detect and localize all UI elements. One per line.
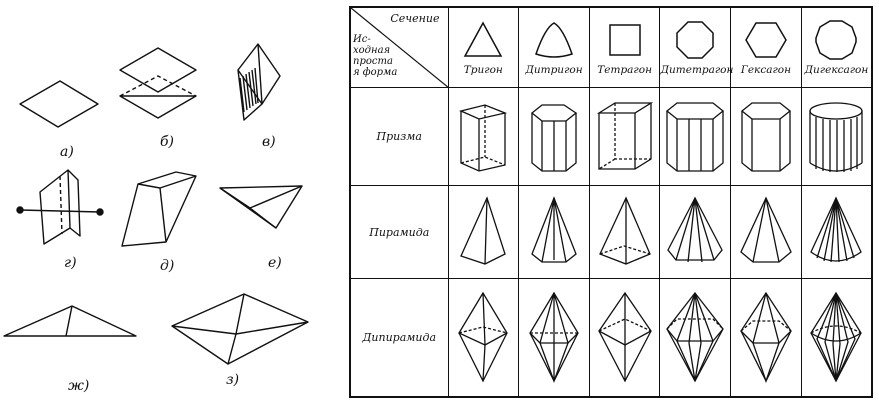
form-b-pinacoid bbox=[119, 47, 197, 119]
label-zh: ж) bbox=[68, 378, 90, 394]
row-label-pyramid: Пирамида bbox=[349, 185, 449, 279]
corner-cell: Сечение Ис-ходная простая форма bbox=[349, 6, 449, 88]
hexagon-icon bbox=[745, 22, 787, 59]
dipyramid-ditrigon bbox=[518, 277, 590, 398]
col-tetragon: Тетрагон bbox=[588, 6, 661, 88]
dipyramid-ditetragon bbox=[659, 277, 732, 398]
label-b: б) bbox=[160, 134, 175, 150]
corner-diagonal bbox=[351, 8, 449, 88]
label-e: е) bbox=[268, 255, 282, 271]
col-label: Дитетрагон bbox=[660, 64, 734, 77]
form-e-sphenoid bbox=[219, 185, 303, 229]
ditetragonal-pyramid-icon bbox=[667, 196, 724, 263]
form-z-form bbox=[171, 293, 309, 365]
pyramid-ditetragon bbox=[659, 185, 732, 279]
form-v-dihedron bbox=[237, 43, 281, 121]
simple-forms-drawing bbox=[3, 43, 309, 365]
row-pyramid: Пирамида bbox=[349, 185, 873, 279]
prism-ditetragon bbox=[659, 86, 732, 187]
label-a: а) bbox=[60, 144, 74, 160]
trigonal-prism-icon bbox=[459, 103, 508, 172]
hexagonal-dipyramid-icon bbox=[740, 292, 792, 384]
dihexagonal-pyramid-icon bbox=[810, 196, 863, 263]
dipyramid-dihexagon bbox=[800, 277, 873, 398]
tetragonal-prism-icon bbox=[596, 102, 653, 170]
ditrigonal-prism-icon bbox=[530, 104, 578, 172]
ditrigonal-dipyramid-icon bbox=[529, 292, 579, 384]
col-label: Тетрагон bbox=[597, 64, 652, 77]
label-g: г) bbox=[64, 255, 77, 271]
tetragon-icon bbox=[608, 24, 641, 57]
ditetragonal-prism-icon bbox=[666, 102, 725, 172]
tetragonal-pyramid-icon bbox=[598, 196, 651, 265]
col-ditetragon: Дитетрагон bbox=[659, 6, 734, 88]
trigon-icon bbox=[464, 21, 503, 58]
prism-trigon bbox=[447, 86, 520, 187]
col-ditrigon: Дитригон bbox=[518, 6, 590, 88]
col-label: Тригон bbox=[463, 64, 503, 77]
dihexagon-icon bbox=[815, 20, 858, 61]
ditetragonal-dipyramid-icon bbox=[666, 292, 725, 383]
hexagonal-pyramid-icon bbox=[740, 196, 792, 263]
col-label: Дитригон bbox=[525, 64, 583, 77]
form-g-dihedron-axis bbox=[16, 169, 104, 245]
ditrigon-icon bbox=[535, 22, 573, 59]
prism-hexagon bbox=[730, 86, 802, 187]
header-form-label: Ис-ходная простая форма bbox=[353, 34, 398, 78]
header-section-label: Сечение bbox=[390, 12, 440, 25]
prism-ditrigon bbox=[518, 86, 590, 187]
tetragonal-dipyramid-icon bbox=[597, 292, 652, 383]
form-d-prism bbox=[121, 171, 197, 247]
label-z: з) bbox=[226, 372, 240, 388]
label-v: в) bbox=[262, 134, 276, 150]
row-dipyramid: Дипирамида bbox=[349, 277, 873, 398]
pyramid-hexagon bbox=[730, 185, 802, 279]
form-zh-form bbox=[3, 305, 137, 337]
prism-tetragon bbox=[588, 86, 661, 187]
col-label: Дигексагон bbox=[804, 64, 869, 77]
col-label: Гексагон bbox=[740, 64, 792, 77]
row-label-dipyramid: Дипирамида bbox=[349, 277, 449, 398]
trigonal-pyramid-icon bbox=[460, 196, 507, 265]
dihexagonal-prism-icon bbox=[809, 102, 864, 172]
row-prism: Призма bbox=[349, 86, 873, 187]
header-row: Сечение Ис-ходная простая форма Тригон Д… bbox=[349, 6, 873, 88]
trigonal-dipyramid-icon bbox=[458, 292, 509, 383]
crystal-forms-table: Сечение Ис-ходная простая форма Тригон Д… bbox=[349, 6, 873, 398]
dipyramid-tetragon bbox=[588, 277, 661, 398]
ditrigonal-pyramid-icon bbox=[531, 196, 577, 263]
hexagonal-prism-icon bbox=[740, 102, 791, 172]
pyramid-tetragon bbox=[588, 185, 661, 279]
dipyramid-trigon bbox=[447, 277, 520, 398]
row-label-prism: Призма bbox=[349, 86, 449, 187]
pyramid-trigon bbox=[447, 185, 520, 279]
form-a-monohedron bbox=[19, 80, 99, 128]
pyramid-ditrigon bbox=[518, 185, 590, 279]
ditetragon-icon bbox=[676, 21, 715, 60]
prism-dihexagon bbox=[800, 86, 873, 187]
dihexagonal-dipyramid-icon bbox=[810, 292, 863, 383]
pyramid-dihexagon bbox=[800, 185, 873, 279]
col-hexagon: Гексагон bbox=[730, 6, 802, 88]
col-dihexagon: Дигексагон bbox=[800, 6, 873, 88]
label-d: д) bbox=[160, 258, 175, 274]
dipyramid-hexagon bbox=[730, 277, 802, 398]
col-trigon: Тригон bbox=[447, 6, 520, 88]
